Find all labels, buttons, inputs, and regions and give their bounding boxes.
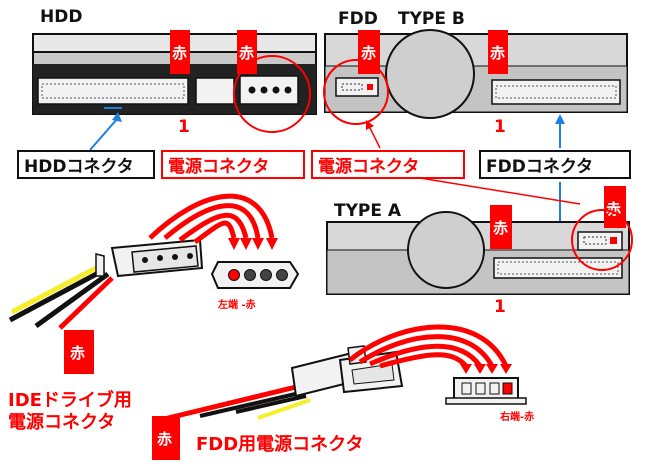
red-tag-label: 赤 bbox=[361, 44, 376, 62]
ide-power-label-line2: 電源コネクタ bbox=[8, 411, 115, 433]
right-end-red-label: 右端-赤 bbox=[499, 410, 534, 423]
hdd-power-label: 電源コネクタ bbox=[168, 156, 269, 177]
hdd-title: HDD bbox=[40, 7, 82, 27]
fdd-b-red-tag-data: 赤 bbox=[488, 30, 508, 74]
ide-red-tag: 赤 bbox=[64, 330, 94, 374]
hdd-power-label-box bbox=[161, 150, 305, 179]
fdd-connector-label: FDDコネクタ bbox=[486, 157, 593, 177]
ide-power-cable bbox=[8, 193, 300, 330]
fdd-power-cable-label: FDD用電源コネクタ bbox=[196, 433, 363, 455]
hdd-pin1-label: 1 bbox=[178, 117, 190, 137]
ide-power-label-line1: IDEドライブ用 bbox=[8, 389, 132, 411]
fdd-a-pin1-label: 1 bbox=[494, 297, 506, 317]
fdd-b-red-tag-power: 赤 bbox=[358, 30, 380, 74]
hdd-red-tag-power: 赤 bbox=[237, 30, 257, 74]
left-end-red-label: 左端 -赤 bbox=[217, 298, 256, 311]
fdd-power-cable bbox=[159, 324, 527, 423]
arrow-head bbox=[112, 112, 122, 122]
fdd-power-pointer-line bbox=[419, 177, 581, 205]
fdd-type-a-device bbox=[326, 211, 630, 295]
type-a-title: TYPE A bbox=[334, 201, 402, 221]
red-tag-label: 赤 bbox=[493, 219, 508, 237]
hdd-connector-label-box bbox=[17, 150, 155, 179]
red-tag-label: 赤 bbox=[70, 344, 85, 362]
hdd-connector-arrow bbox=[89, 117, 119, 151]
fdd-b-power-highlight-circle bbox=[323, 59, 389, 125]
fdd-title: FDD bbox=[338, 9, 378, 29]
fdd-a-red-tag-data: 赤 bbox=[490, 205, 512, 249]
hdd-power-highlight-circle bbox=[233, 55, 311, 133]
red-tag-label: 赤 bbox=[172, 44, 187, 62]
fdd-b-power-label: 電源コネクタ bbox=[318, 156, 419, 177]
fdd-a-power-highlight-circle bbox=[571, 209, 633, 271]
fdd-a-red-tag-power: 赤 bbox=[604, 186, 626, 228]
fdd-connector-label-box bbox=[479, 150, 631, 179]
fdd-cable-red-tag: 赤 bbox=[152, 416, 180, 460]
arrow-head bbox=[555, 114, 565, 124]
fdd-b-pin1-label: 1 bbox=[494, 117, 506, 137]
arrow-head bbox=[366, 120, 374, 130]
red-tag-label: 赤 bbox=[157, 430, 172, 448]
red-tag-label: 赤 bbox=[490, 44, 505, 62]
type-b-title: TYPE B bbox=[398, 9, 465, 29]
hdd-red-tag-ide: 赤 bbox=[170, 30, 190, 74]
hdd-connector-label: HDDコネクタ bbox=[24, 157, 134, 177]
red-tag-label: 赤 bbox=[239, 44, 254, 62]
fdd-b-power-label-box bbox=[311, 150, 465, 179]
